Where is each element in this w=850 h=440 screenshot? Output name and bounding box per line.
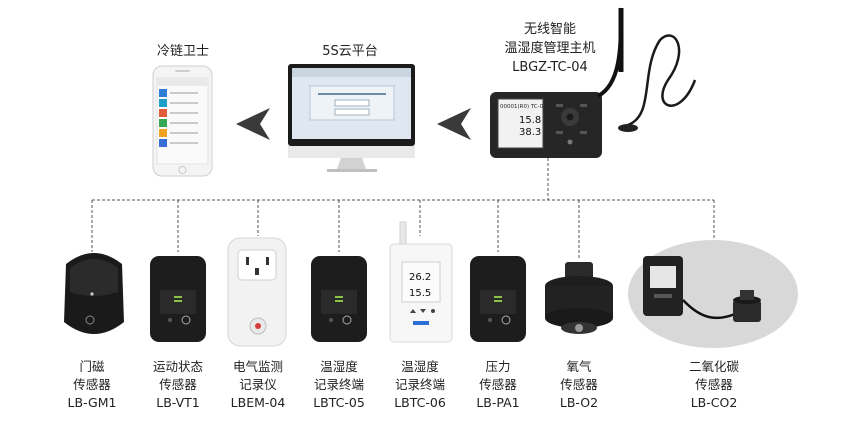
sensor-6-name: 压力 bbox=[485, 359, 511, 374]
host-screen-value2: 38.3 bbox=[519, 127, 541, 138]
host-screen-header: 00001(R0) TC-06 bbox=[500, 104, 547, 110]
sensor-2-model: LB-VT1 bbox=[156, 395, 200, 410]
host-title-1: 无线智能 bbox=[523, 22, 576, 37]
sensor-electric bbox=[227, 237, 287, 347]
sensor-8-type: 传感器 bbox=[695, 377, 733, 392]
host-device: 00001(R0) TC-06 15.8 38.3 bbox=[490, 7, 697, 158]
smartphone bbox=[152, 65, 213, 177]
sensor-co2 bbox=[628, 240, 798, 348]
cloud-title: 5S云平台 bbox=[322, 44, 378, 59]
sensor-oxygen bbox=[545, 262, 613, 334]
sensor-label-7: 氧气 传感器 LB-O2 bbox=[534, 358, 624, 412]
sensor-door-magnet bbox=[64, 253, 124, 334]
sensor-7-type: 传感器 bbox=[560, 377, 598, 392]
sensor-4-type: 记录终端 bbox=[313, 377, 364, 392]
arrow-left-icon-1 bbox=[236, 108, 270, 140]
sensor-label-5: 温湿度 记录终端 LBTC-06 bbox=[375, 358, 465, 412]
sensor-4-name: 温湿度 bbox=[320, 359, 358, 374]
sensor-label-6: 压力 传感器 LB-PA1 bbox=[453, 358, 543, 412]
sensor-label-8: 二氧化碳 传感器 LB-CO2 bbox=[669, 358, 759, 412]
arrow-left-icon-2 bbox=[437, 108, 471, 140]
host-title-2: 温湿度管理主机 bbox=[504, 41, 596, 56]
sensor-label-2: 运动状态 传感器 LB-VT1 bbox=[133, 358, 223, 412]
sensor-label-1: 门磁 传感器 LB-GM1 bbox=[47, 358, 137, 412]
sensor-temp-humidity-05 bbox=[311, 256, 367, 342]
sensor-6-type: 传感器 bbox=[479, 377, 517, 392]
sensor-3-type: 记录仪 bbox=[239, 377, 277, 392]
sensor5-display1: 26.2 bbox=[409, 272, 431, 283]
sensor-8-name: 二氧化碳 bbox=[688, 359, 739, 374]
sensor-5-type: 记录终端 bbox=[394, 377, 445, 392]
antenna-cable bbox=[627, 34, 697, 127]
sensor-1-type: 传感器 bbox=[73, 377, 111, 392]
sensor-2-type: 传感器 bbox=[159, 377, 197, 392]
sensor-label-4: 温湿度 记录终端 LBTC-05 bbox=[294, 358, 384, 412]
sensor5-display2: 15.5 bbox=[409, 288, 431, 299]
sensor-1-name: 门磁 bbox=[79, 359, 105, 374]
host-screen-value1: 15.8 bbox=[519, 115, 541, 126]
sensor-pressure bbox=[470, 256, 526, 342]
sensor-temp-humidity-06: 26.2 15.5 bbox=[389, 221, 453, 343]
sensor-5-model: LBTC-06 bbox=[394, 395, 446, 410]
sensor-motion bbox=[150, 256, 206, 342]
host-title-3: LBGZ-TC-04 bbox=[512, 60, 588, 75]
sensor-7-name: 氧气 bbox=[566, 359, 592, 374]
monitor bbox=[288, 64, 415, 172]
sensor-3-name: 电气监测 bbox=[232, 359, 283, 374]
sensor-5-name: 温湿度 bbox=[401, 359, 439, 374]
sensor-6-model: LB-PA1 bbox=[476, 395, 520, 410]
connection-lines bbox=[91, 158, 715, 260]
sensor-1-model: LB-GM1 bbox=[67, 395, 117, 410]
sensor-4-model: LBTC-05 bbox=[313, 395, 365, 410]
sensor-2-name: 运动状态 bbox=[152, 359, 203, 374]
sensor-7-model: LB-O2 bbox=[559, 395, 599, 410]
sensor-8-model: LB-CO2 bbox=[690, 395, 738, 410]
phone-title: 冷链卫士 bbox=[156, 44, 209, 59]
sensor-3-model: LBEM-04 bbox=[230, 395, 286, 410]
sensor-label-3: 电气监测 记录仪 LBEM-04 bbox=[213, 358, 303, 412]
